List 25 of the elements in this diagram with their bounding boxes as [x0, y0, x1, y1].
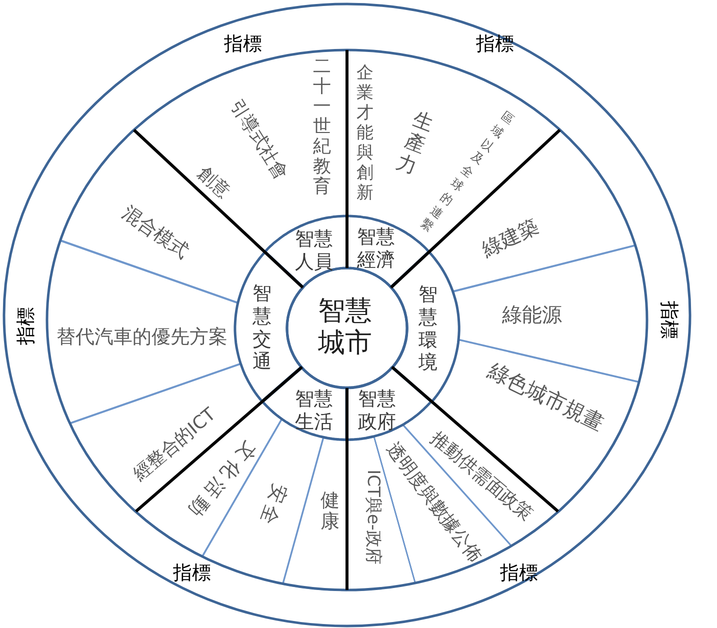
indicator-label: 指標: [657, 301, 679, 339]
component-label: 混合模式: [118, 202, 192, 264]
indicator-label: 指標: [224, 34, 262, 56]
component-label: 健康: [320, 490, 340, 534]
component-label: 綠能源: [502, 303, 562, 326]
component-label: 綠建築: [478, 214, 542, 262]
component-label: 替代汽車的優先方案: [56, 327, 228, 349]
domain-label: 智慧政府: [358, 388, 396, 434]
component-label: 安全: [254, 480, 290, 530]
outer-ring: [2, 2, 692, 628]
hub-label: 智慧城市: [317, 296, 373, 360]
domain-label: 智慧經濟: [356, 226, 396, 272]
domain-label: 智慧環境: [418, 283, 438, 375]
component-label: 二十一世紀教育: [312, 57, 332, 197]
indicator-label: 指標: [16, 307, 38, 345]
domain-label: 智慧人員: [294, 228, 334, 274]
indicator-label: 指標: [173, 563, 211, 585]
indicator-label: 指標: [500, 563, 538, 585]
indicator-label: 指標: [476, 34, 514, 56]
component-label: 企業才能與創新: [356, 62, 374, 204]
domain-label: 智慧交通: [252, 282, 272, 374]
component-label: 生產力: [392, 107, 438, 179]
component-label: 綠色城市規畫: [484, 358, 608, 436]
component-label: ICT與e-政府: [362, 470, 382, 564]
domain-label: 智慧生活: [294, 388, 334, 434]
